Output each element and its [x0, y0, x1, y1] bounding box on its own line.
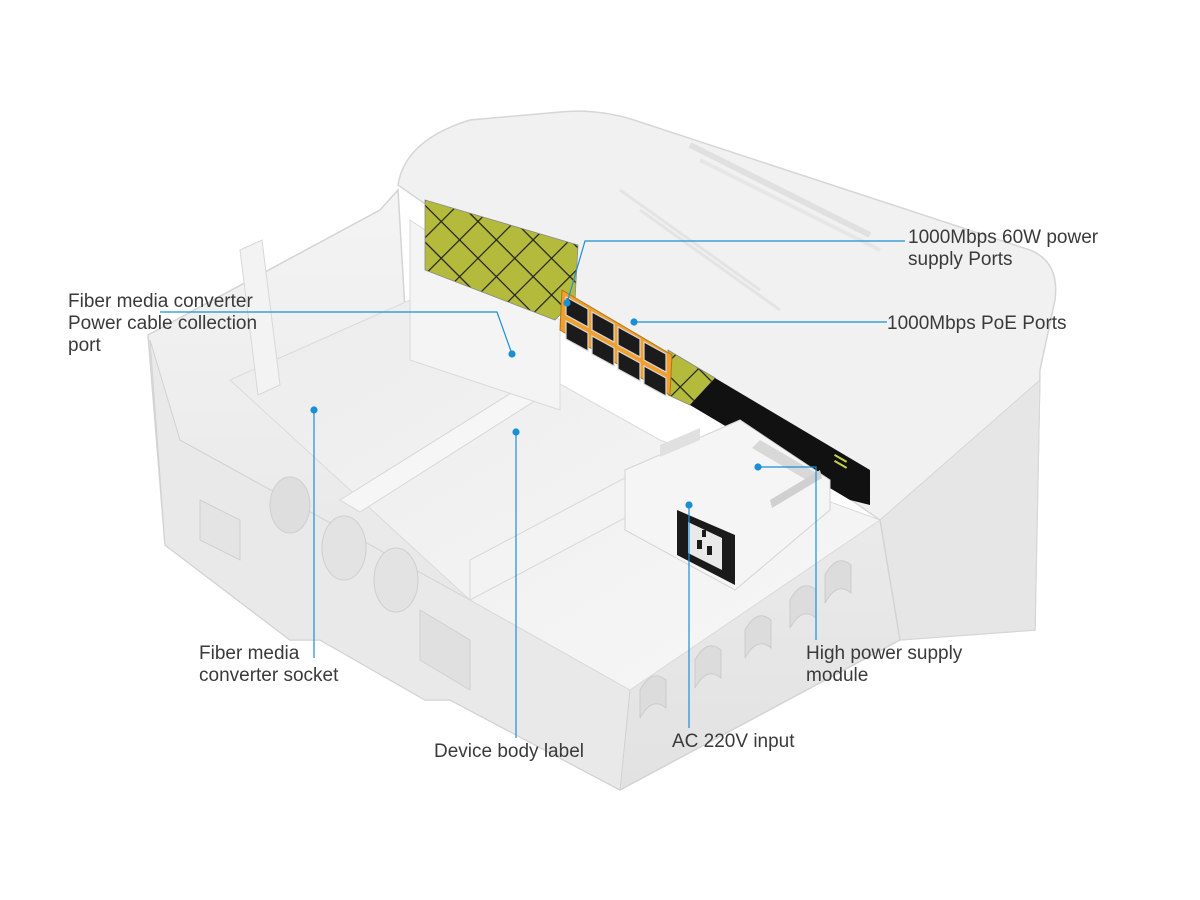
leader-poe-ports-dot [630, 318, 638, 326]
label-line: supply Ports [908, 249, 1013, 270]
rj45-port [591, 334, 615, 368]
label-poe-ports: 1000Mbps PoE Ports [887, 313, 1067, 335]
label-fiber-socket: Fiber media converter socket [199, 643, 338, 687]
rj45-port [591, 310, 615, 344]
rj45-port [565, 319, 589, 353]
label-line: High power supply [806, 643, 963, 664]
ac-socket [677, 510, 735, 585]
label-line: module [806, 665, 869, 686]
leader-fiber-power-collection-dot [508, 350, 516, 358]
label-line: 1000Mbps PoE Ports [887, 313, 1067, 334]
label-line: converter socket [199, 665, 339, 686]
label-ac-input: AC 220V input [672, 731, 795, 753]
black-info-panel [690, 378, 870, 505]
leader-power-module [758, 466, 817, 640]
label-line: Fiber media [199, 643, 300, 664]
label-line: AC 220V input [672, 731, 795, 752]
leader-fiber-socket-dot [310, 406, 318, 414]
rj45-port [617, 349, 641, 383]
label-line: Device body label [434, 741, 584, 762]
leader-fiber-power-collection [160, 311, 513, 355]
tray-body [147, 188, 901, 791]
rj45-port [565, 295, 589, 329]
rj45-port [643, 340, 667, 374]
rj45-port [643, 364, 667, 398]
power-supply-module [624, 419, 831, 591]
leader-poe-60w-ports-dot [563, 299, 571, 307]
callout-leaders [160, 240, 905, 738]
label-body-label: Device body label [434, 741, 584, 763]
rj45-ports [565, 295, 667, 398]
leader-ac-input-dot [685, 501, 693, 509]
label-line: port [68, 335, 101, 356]
leader-power-module-dot [754, 463, 762, 471]
label-line: Fiber media converter [68, 291, 253, 312]
label-poe-60w-ports: 1000Mbps 60W power supply Ports [908, 227, 1098, 271]
callout-dots [310, 299, 762, 509]
leader-body-label-dot [512, 428, 520, 436]
panel-small-text [834, 453, 848, 469]
leader-poe-60w-ports [566, 240, 905, 304]
label-line: 1000Mbps 60W power [908, 227, 1099, 248]
label-power-module: High power supply module [806, 643, 962, 687]
rj45-port [617, 325, 641, 359]
label-line: Power cable collection [68, 313, 258, 334]
label-fiber-power-collection: Fiber media converter Power cable collec… [68, 291, 257, 357]
